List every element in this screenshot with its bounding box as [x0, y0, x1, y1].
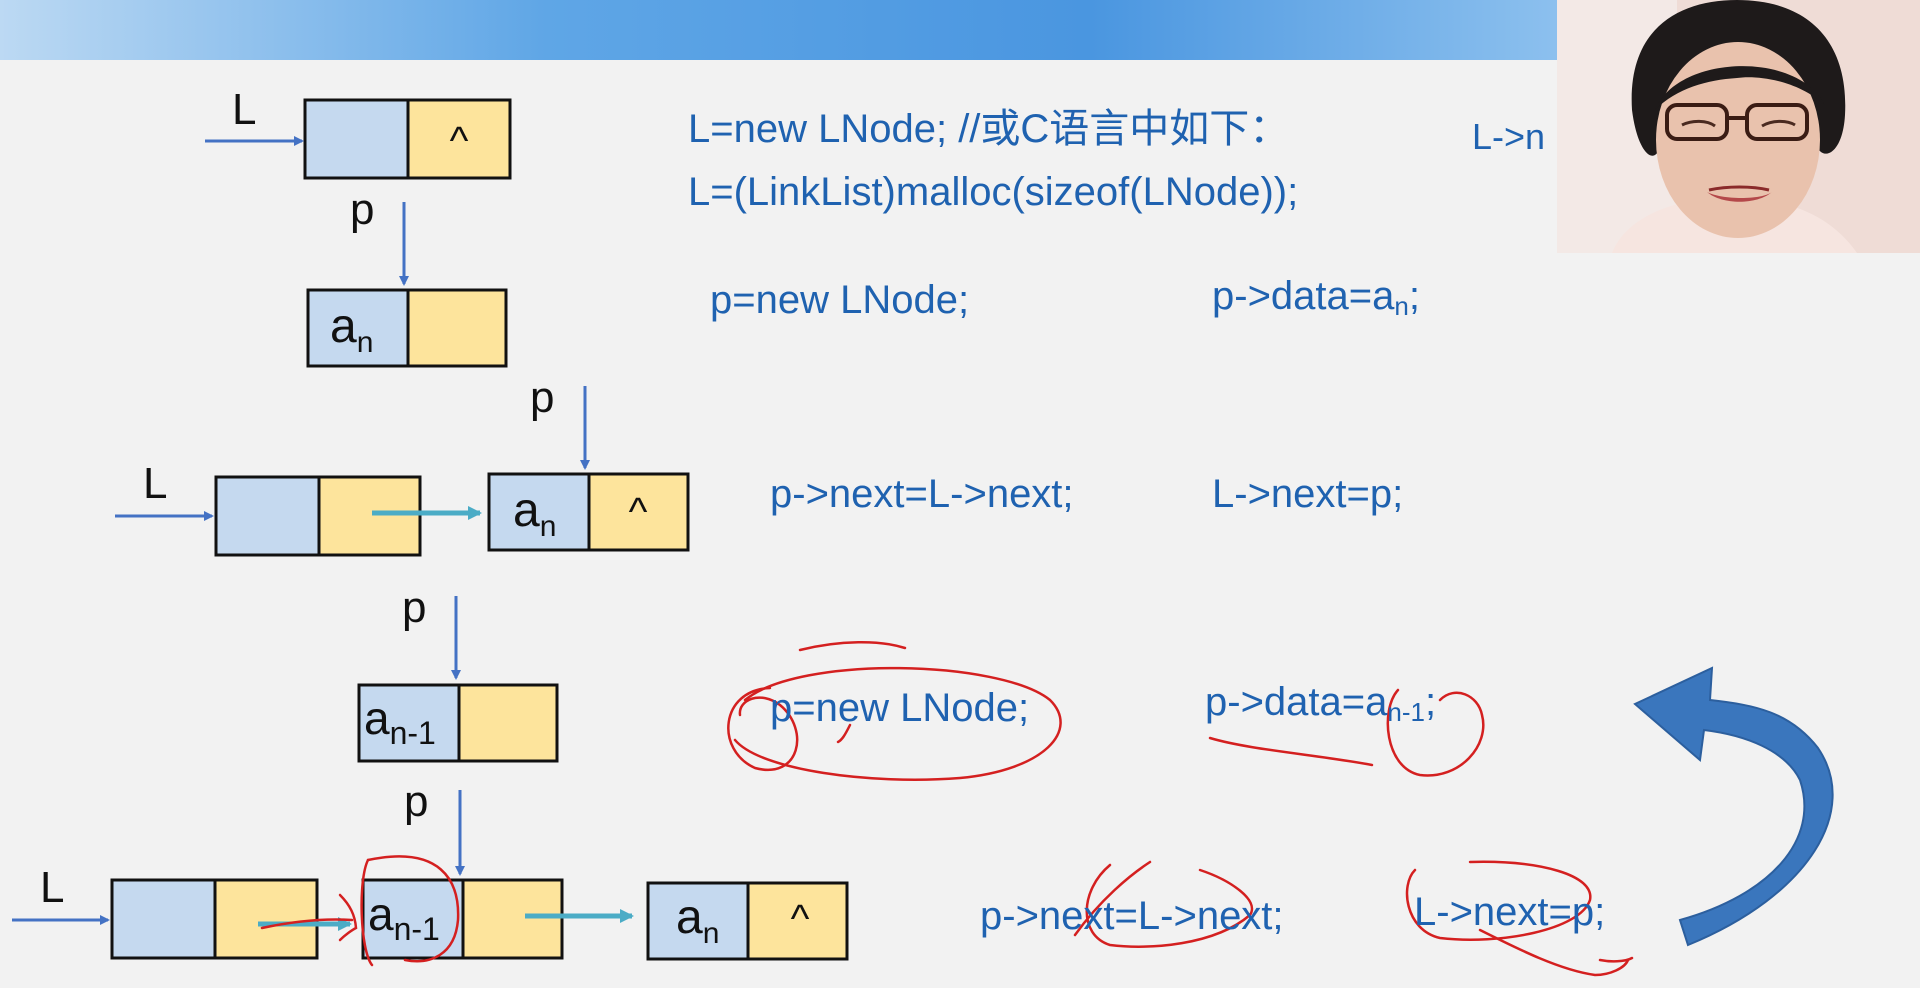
data-field	[487, 472, 591, 552]
label-p: p	[530, 373, 555, 422]
node-value: an-1	[368, 888, 440, 947]
label-p: p	[404, 777, 429, 826]
node-value: an	[513, 484, 556, 543]
curved-repeat-arrow	[1633, 666, 1834, 947]
annotation-ellipse	[1085, 863, 1254, 948]
node-value: an	[676, 891, 719, 950]
code-line-partial: L->n	[1472, 116, 1546, 157]
data-field	[110, 878, 217, 960]
annotation-stroke	[798, 640, 907, 652]
next-field	[587, 472, 690, 552]
next-field	[457, 683, 559, 763]
code-line-new-head: L=new LNode; //或C语言中如下：	[688, 107, 1290, 151]
data-field	[303, 98, 410, 180]
node-value: an	[330, 300, 373, 359]
node-value: an-1	[364, 692, 436, 751]
annotation-stroke	[1478, 928, 1630, 977]
data-field	[361, 878, 465, 960]
code-p-data-2: p->data=an-1;	[1205, 680, 1437, 727]
annotation-circle	[1386, 688, 1485, 777]
code-p-next-2: p->next=L->next;	[980, 894, 1284, 938]
data-field	[306, 288, 410, 368]
label-p: p	[350, 185, 375, 234]
data-field	[357, 683, 461, 763]
node-an1-row5: an-1	[361, 878, 564, 960]
annotation-circle	[366, 855, 460, 963]
presenter-image	[1557, 0, 1920, 253]
label-p: p	[402, 583, 427, 632]
annotation-ellipse	[733, 666, 1062, 781]
data-field	[214, 475, 321, 557]
red-annotations	[260, 640, 1634, 977]
next-field	[317, 475, 422, 557]
next-field	[406, 288, 508, 368]
annotation-stroke	[260, 918, 354, 930]
label-L: L	[143, 459, 168, 508]
presenter-webcam	[1557, 0, 1920, 253]
annotation-stroke	[836, 723, 852, 744]
node-an-row2: an	[306, 288, 508, 368]
label-L: L	[40, 863, 65, 912]
null-mark: ^	[791, 897, 810, 941]
node-an-row5: an ^	[646, 881, 849, 961]
annotation-circle	[727, 686, 799, 772]
null-mark: ^	[450, 119, 469, 163]
annotation-stroke	[360, 858, 374, 967]
head-node-row3	[214, 475, 422, 557]
next-field	[213, 878, 319, 960]
annotation-ellipse	[1405, 860, 1592, 941]
node-an1-row4: an-1	[357, 683, 559, 763]
code-line-malloc: L=(LinkList)malloc(sizeof(LNode));	[688, 170, 1299, 214]
next-field	[746, 881, 849, 961]
node-an-row3: an ^	[487, 472, 690, 552]
code-p-new-1: p=new LNode;	[710, 278, 970, 322]
code-p-new-2: p=new LNode;	[770, 686, 1030, 730]
code-l-next-1: L->next=p;	[1212, 472, 1404, 516]
head-node-row5	[110, 878, 319, 960]
annotation-underline	[1208, 736, 1374, 767]
label-L: L	[232, 85, 257, 134]
annotation-stroke	[338, 893, 358, 942]
code-p-next-1: p->next=L->next;	[770, 472, 1074, 516]
null-mark: ^	[629, 490, 648, 534]
head-node-row1: ^	[303, 98, 512, 180]
title-banner	[0, 0, 1557, 60]
data-field	[646, 881, 750, 961]
code-p-data-1: p->data=an;	[1212, 274, 1420, 321]
annotation-stroke	[1073, 860, 1152, 937]
next-field	[461, 878, 564, 960]
annotation-stroke	[1598, 956, 1634, 963]
next-field	[406, 98, 512, 180]
code-l-next-2: L->next=p;	[1414, 890, 1606, 934]
